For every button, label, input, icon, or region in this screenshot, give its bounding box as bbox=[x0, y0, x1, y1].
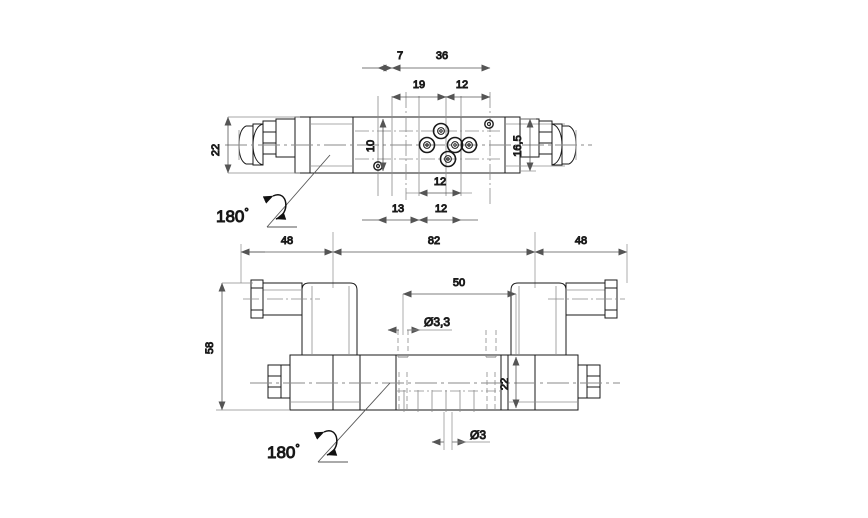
port-centerlines-h bbox=[355, 130, 500, 160]
callout-dia-3: Ø3 bbox=[431, 412, 490, 450]
dim-label-19: 19 bbox=[413, 79, 425, 91]
rotation-annotation-top: 180° bbox=[216, 154, 331, 228]
dim-label-16-5: 16,5 bbox=[512, 135, 524, 156]
rotation-annotation-front: 180° bbox=[267, 382, 391, 463]
rotation-label-front: 180° bbox=[267, 443, 300, 462]
top-view-group: 22 10 16,5 7 36 19 12 bbox=[210, 50, 592, 228]
dim-label-48-right: 48 bbox=[575, 235, 587, 247]
dim-label-22-front: 22 bbox=[499, 378, 511, 390]
dia-3-3-label: Ø3,3 bbox=[424, 315, 450, 329]
dim-label-36: 36 bbox=[436, 50, 448, 62]
dia-3-label: Ø3 bbox=[470, 428, 486, 442]
dim-height-22: 22 bbox=[210, 116, 300, 174]
dim-label-12-lower: 12 bbox=[434, 176, 446, 188]
dim-height-58: 58 bbox=[204, 282, 290, 411]
dim-body-22: 22 bbox=[499, 356, 520, 409]
overall-dim-chain: 48 82 48 bbox=[240, 232, 628, 288]
dim-label-22: 22 bbox=[210, 144, 222, 156]
left-connector-plan bbox=[238, 118, 296, 166]
port-hole bbox=[460, 136, 478, 154]
dim-label-50: 50 bbox=[453, 277, 465, 289]
mounting-hole-small bbox=[484, 119, 494, 129]
dim-chain-mid: 19 12 bbox=[391, 79, 491, 101]
right-connector-plan bbox=[519, 118, 577, 166]
callout-dia-3-3: Ø3,3 bbox=[387, 315, 452, 334]
manifold-block bbox=[332, 354, 536, 411]
port-holes-group bbox=[373, 119, 494, 171]
right-solenoid bbox=[507, 279, 625, 411]
dim-label-48-left: 48 bbox=[281, 235, 293, 247]
rotation-arc-icon bbox=[262, 194, 287, 220]
port-extension-dashdot bbox=[405, 92, 491, 205]
dim-label-58: 58 bbox=[204, 342, 216, 354]
dim-band-16-5: 16,5 bbox=[512, 118, 536, 172]
dim-label-82: 82 bbox=[428, 235, 440, 247]
rotation-label-top: 180° bbox=[216, 207, 249, 226]
port-stems-detail bbox=[396, 330, 500, 412]
front-view-group: 58 22 50 Ø3,3 Ø3 bbox=[204, 277, 625, 463]
dim-label-12-mid: 12 bbox=[456, 79, 468, 91]
dim-chain-upper: 7 36 bbox=[362, 50, 491, 72]
port-hole bbox=[439, 150, 457, 168]
left-solenoid bbox=[243, 279, 361, 411]
port-hole bbox=[418, 136, 436, 154]
dim-label-12-bottom: 12 bbox=[435, 203, 447, 215]
dim-span-50: 50 bbox=[402, 277, 517, 355]
dim-band-10: 10 bbox=[365, 118, 387, 172]
rotation-arc-icon bbox=[313, 430, 338, 456]
dim-chain-lower: 12 bbox=[406, 176, 472, 197]
port-hole bbox=[432, 122, 450, 140]
port-hole bbox=[446, 136, 464, 154]
dim-chain-bottom: 13 12 bbox=[362, 203, 478, 224]
dim-label-13: 13 bbox=[392, 203, 404, 215]
dim-label-10: 10 bbox=[365, 140, 377, 152]
dim-label-7: 7 bbox=[397, 50, 403, 62]
